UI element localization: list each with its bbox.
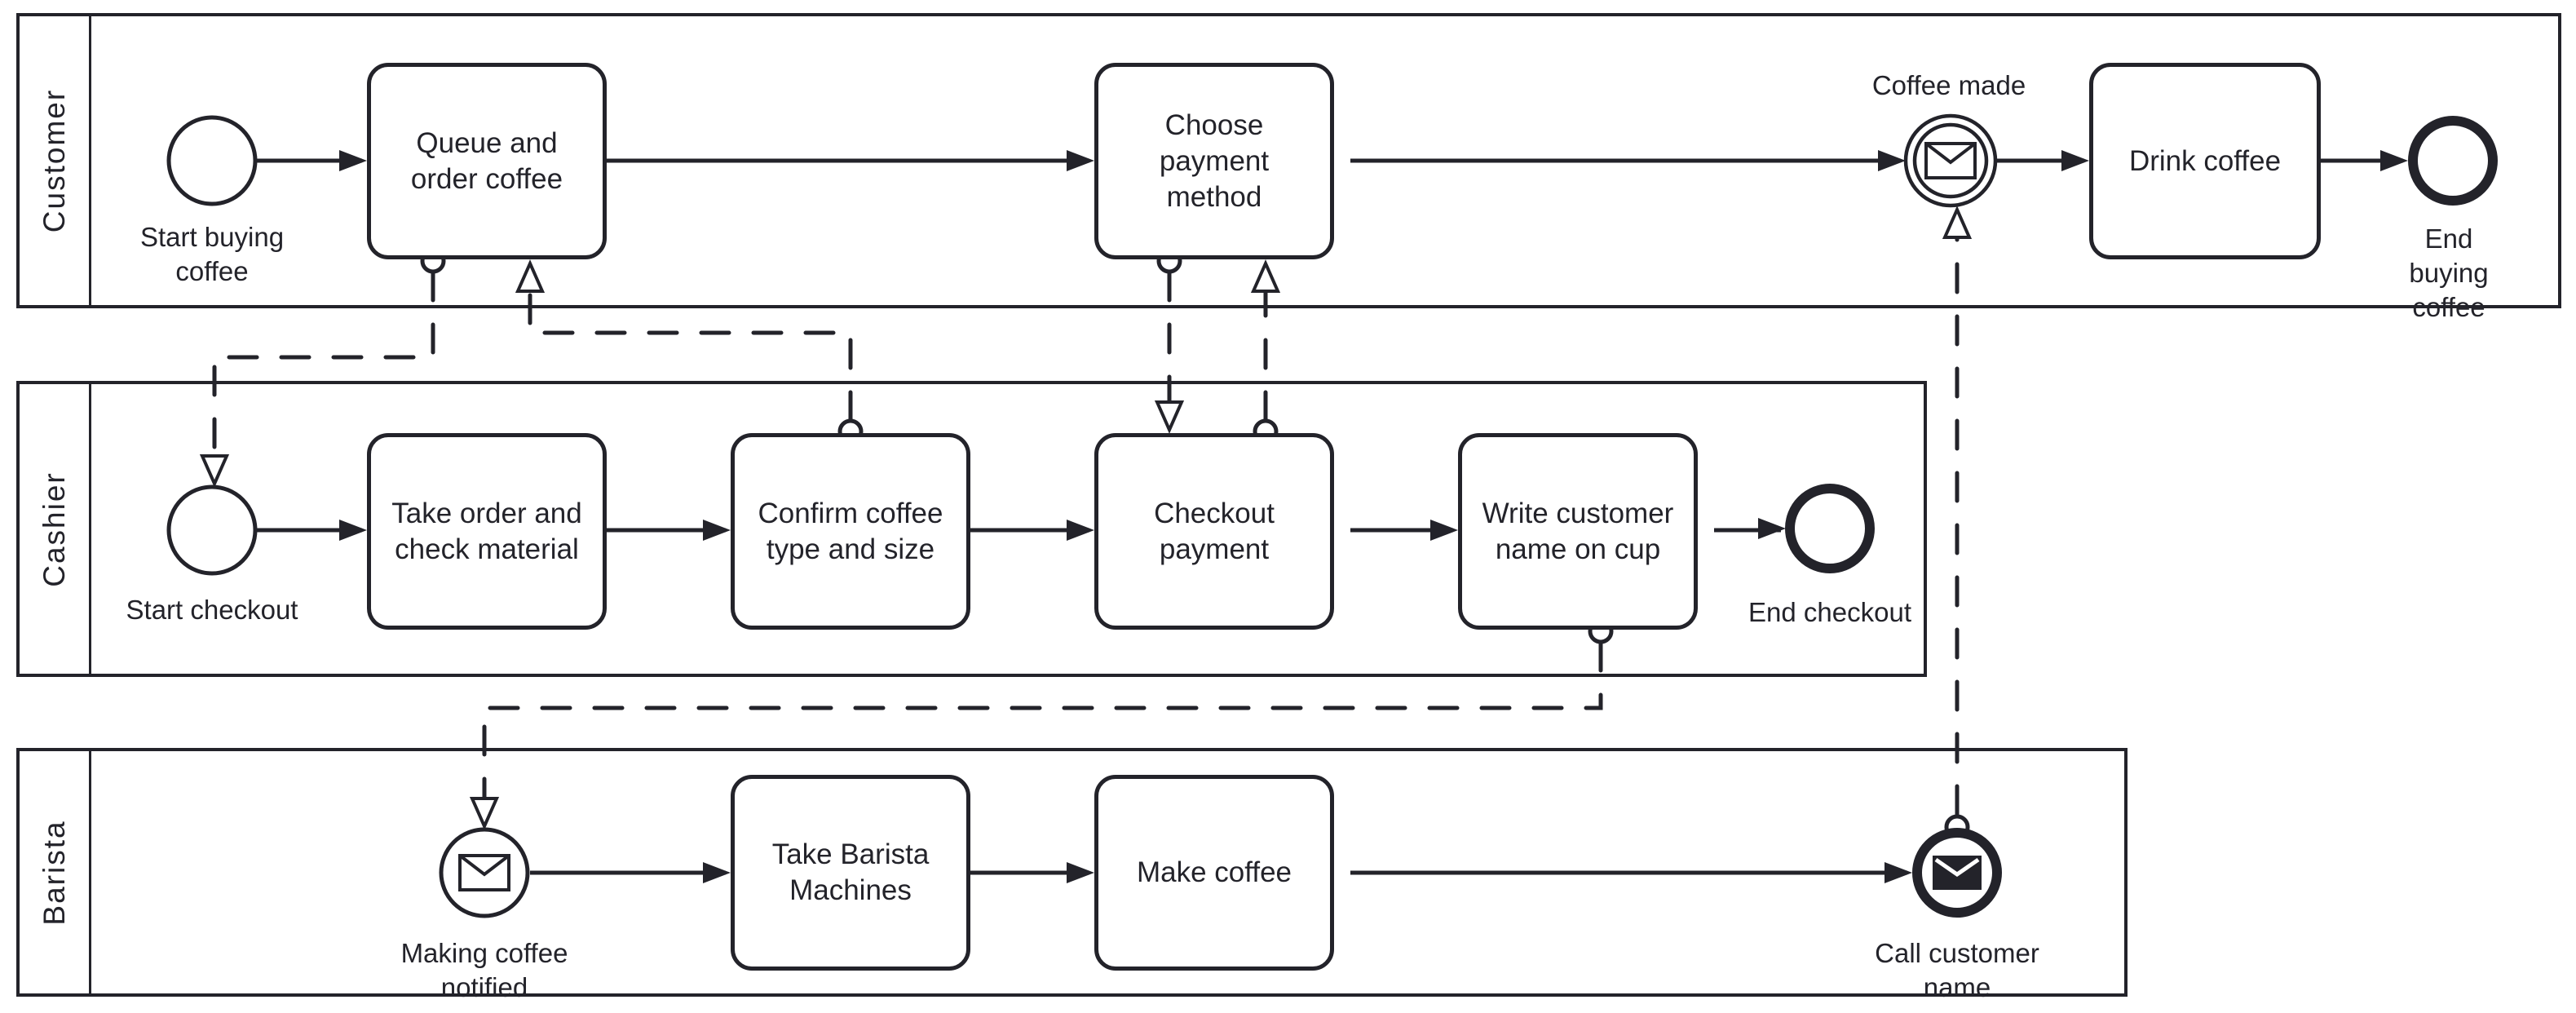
task-label-checkout-payment: Checkout payment — [1154, 497, 1275, 565]
flow-checkout-to-write[interactable] — [1350, 520, 1458, 541]
flow-queue-to-choose[interactable] — [607, 150, 1094, 171]
event-coffee-made[interactable] — [1898, 108, 2004, 214]
pool-header-barista[interactable]: Barista — [20, 751, 91, 993]
pool-header-customer[interactable]: Customer — [20, 16, 91, 305]
task-confirm-coffee-type-and-size[interactable]: Confirm coffee type and size — [731, 433, 970, 630]
task-checkout-payment[interactable]: Checkout payment — [1094, 433, 1334, 630]
task-label-take-barista-machines: Take Barista Machines — [771, 838, 930, 906]
event-making-coffee-notified[interactable] — [431, 820, 537, 926]
pool-label-cashier: Cashier — [37, 471, 71, 587]
flow-machines-to-make[interactable] — [970, 862, 1094, 883]
task-take-barista-machines[interactable]: Take Barista Machines — [731, 775, 970, 971]
flow-start-to-queue[interactable] — [257, 150, 367, 171]
event-label-end-checkout: End checkout — [1748, 597, 1911, 627]
flow-take-order-to-confirm[interactable] — [607, 520, 731, 541]
pool-barista: Barista — [16, 748, 2128, 997]
event-label-coffee-made: Coffee made — [1871, 70, 2026, 100]
event-label-start-buying-coffee: Start buying coffee — [139, 222, 285, 286]
event-label-call-customer-name: Call customer name — [1875, 938, 2039, 1002]
task-write-customer-name-on-cup[interactable]: Write customer name on cup — [1458, 433, 1698, 630]
task-label-take-order-and-check-material: Take order and check material — [391, 497, 582, 565]
task-queue-and-order-coffee[interactable]: Queue and order coffee — [367, 63, 607, 259]
event-end-buying-coffee[interactable] — [2400, 108, 2506, 214]
flow-start-to-take-order[interactable] — [257, 520, 367, 541]
event-label-making-coffee-notified: Making coffee notified — [400, 938, 568, 1002]
flow-coffee-made-to-drink[interactable] — [1995, 150, 2089, 171]
task-take-order-and-check-material[interactable]: Take order and check material — [367, 433, 607, 630]
task-make-coffee[interactable]: Make coffee — [1094, 775, 1334, 971]
event-label-end-buying-coffee: End buying coffee — [2409, 223, 2489, 322]
event-call-customer-name[interactable] — [1904, 820, 2010, 926]
task-label-queue-and-order-coffee: Queue and order coffee — [410, 126, 563, 195]
event-start-checkout[interactable] — [159, 477, 265, 583]
task-label-make-coffee: Make coffee — [1136, 856, 1292, 888]
task-label-drink-coffee: Drink coffee — [2128, 144, 2282, 177]
pool-label-customer: Customer — [37, 88, 71, 233]
pool-cashier: Cashier — [16, 381, 1927, 677]
task-label-confirm-coffee-type-and-size: Confirm coffee type and size — [758, 497, 943, 565]
event-label-start-checkout: Start checkout — [126, 595, 298, 625]
event-start-buying-coffee[interactable] — [159, 108, 265, 214]
task-drink-coffee[interactable]: Drink coffee — [2089, 63, 2321, 259]
event-end-checkout[interactable] — [1777, 476, 1883, 582]
flow-make-to-call[interactable] — [1350, 862, 1912, 883]
pool-label-barista: Barista — [37, 819, 71, 926]
flow-drink-to-end[interactable] — [2321, 150, 2408, 171]
flow-write-to-end-checkout[interactable] — [1714, 518, 1786, 539]
flow-confirm-to-checkout[interactable] — [970, 520, 1094, 541]
pool-customer: Customer — [16, 13, 2561, 308]
flow-notified-to-machines[interactable] — [530, 862, 731, 883]
task-label-write-customer-name-on-cup: Write customer name on cup — [1482, 497, 1674, 565]
task-choose-payment-method[interactable]: Choose payment method — [1094, 63, 1334, 259]
task-label-choose-payment-method: Choose payment method — [1159, 108, 1270, 213]
pool-header-cashier[interactable]: Cashier — [20, 384, 91, 674]
flow-choose-to-coffee-made[interactable] — [1350, 150, 1906, 171]
